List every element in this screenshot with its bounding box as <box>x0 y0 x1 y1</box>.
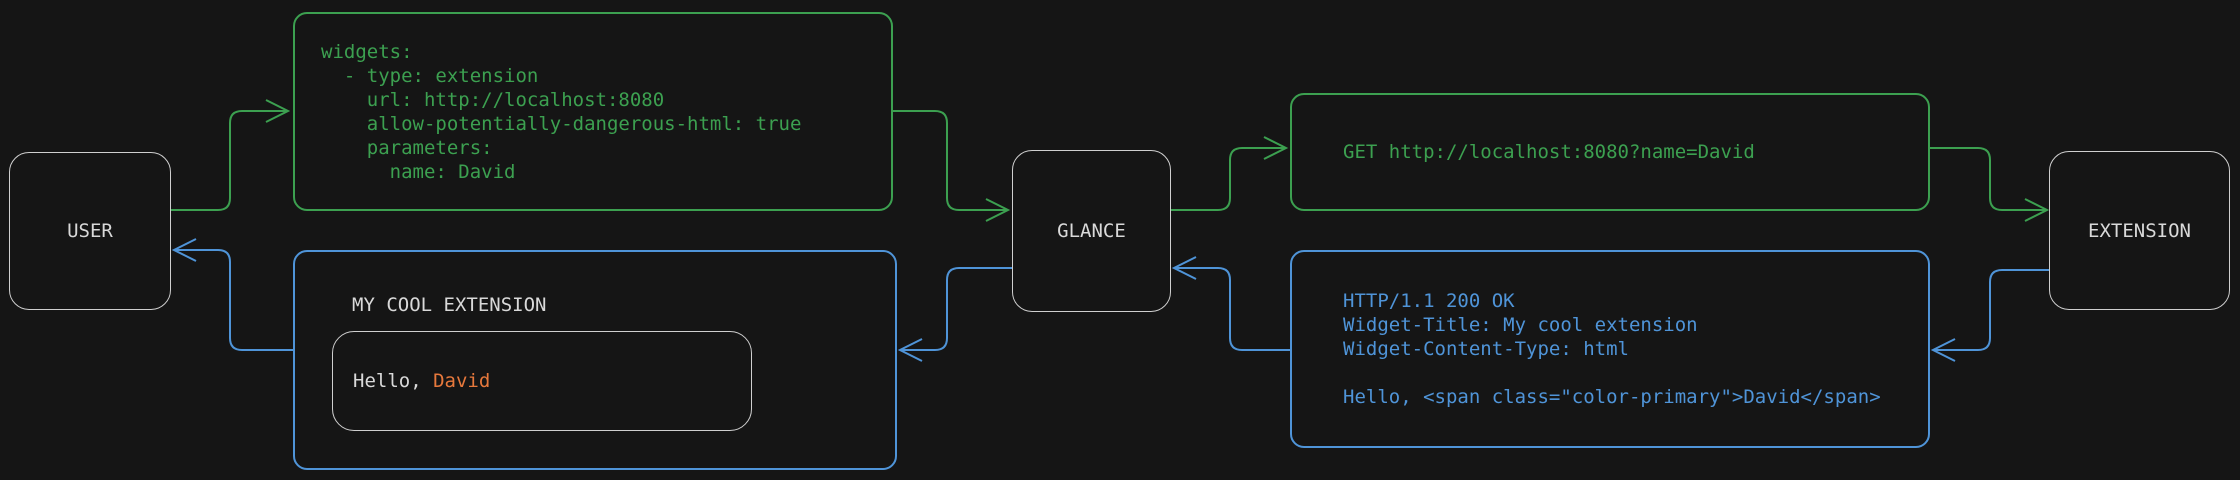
arrowhead-left-icon <box>1930 338 1956 362</box>
widget-inner-frame: Hello, David <box>332 331 752 431</box>
yaml-config-box: widgets: - type: extension url: http://l… <box>293 12 893 211</box>
arrowhead-right-icon <box>985 198 1011 222</box>
connector-wire <box>1176 267 1290 351</box>
connector-wire <box>1171 147 1284 211</box>
connector-wire <box>1935 269 2049 351</box>
connector-wire <box>902 267 1012 351</box>
connector-wire <box>171 110 286 211</box>
arrowhead-right-icon <box>265 99 291 123</box>
widget-preview-box: MY COOL EXTENSION Hello, David <box>293 250 897 470</box>
node-user: USER <box>9 152 171 310</box>
arrowhead-left-icon <box>1171 256 1197 280</box>
connector-wire <box>1930 147 2045 211</box>
widget-title: MY COOL EXTENSION <box>352 294 547 316</box>
connector-response-to-glance <box>1171 256 1290 351</box>
arrowhead-left-icon <box>171 238 197 262</box>
node-extension-label: EXTENSION <box>2088 219 2191 242</box>
node-glance-label: GLANCE <box>1057 220 1126 242</box>
arrowhead-left-icon <box>897 338 923 362</box>
connector-widget-to-user <box>171 238 293 351</box>
node-extension: EXTENSION <box>2049 151 2230 310</box>
arrowhead-right-icon <box>1263 136 1289 160</box>
http-response-code: HTTP/1.1 200 OK Widget-Title: My cool ex… <box>1343 290 1881 408</box>
http-request-code: GET http://localhost:8080?name=David <box>1343 141 1755 163</box>
connector-glance-to-widget <box>897 267 1012 362</box>
connector-user-to-config <box>171 99 291 211</box>
yaml-config-code: widgets: - type: extension url: http://l… <box>321 40 802 183</box>
http-request-box: GET http://localhost:8080?name=David <box>1290 93 1930 211</box>
connector-glance-to-request <box>1171 136 1289 211</box>
connector-wire <box>176 249 293 351</box>
connector-extension-to-response <box>1930 269 2049 362</box>
greeting-name: David <box>433 370 491 392</box>
node-glance: GLANCE <box>1012 150 1171 312</box>
arrowhead-right-icon <box>2024 198 2050 222</box>
greeting-text: Hello, <box>353 370 434 392</box>
connector-config-to-glance <box>893 110 1011 222</box>
node-user-label: USER <box>67 220 113 242</box>
http-response-box: HTTP/1.1 200 OK Widget-Title: My cool ex… <box>1290 250 1930 448</box>
connector-wire <box>893 110 1006 211</box>
connector-request-to-extension <box>1930 147 2050 222</box>
